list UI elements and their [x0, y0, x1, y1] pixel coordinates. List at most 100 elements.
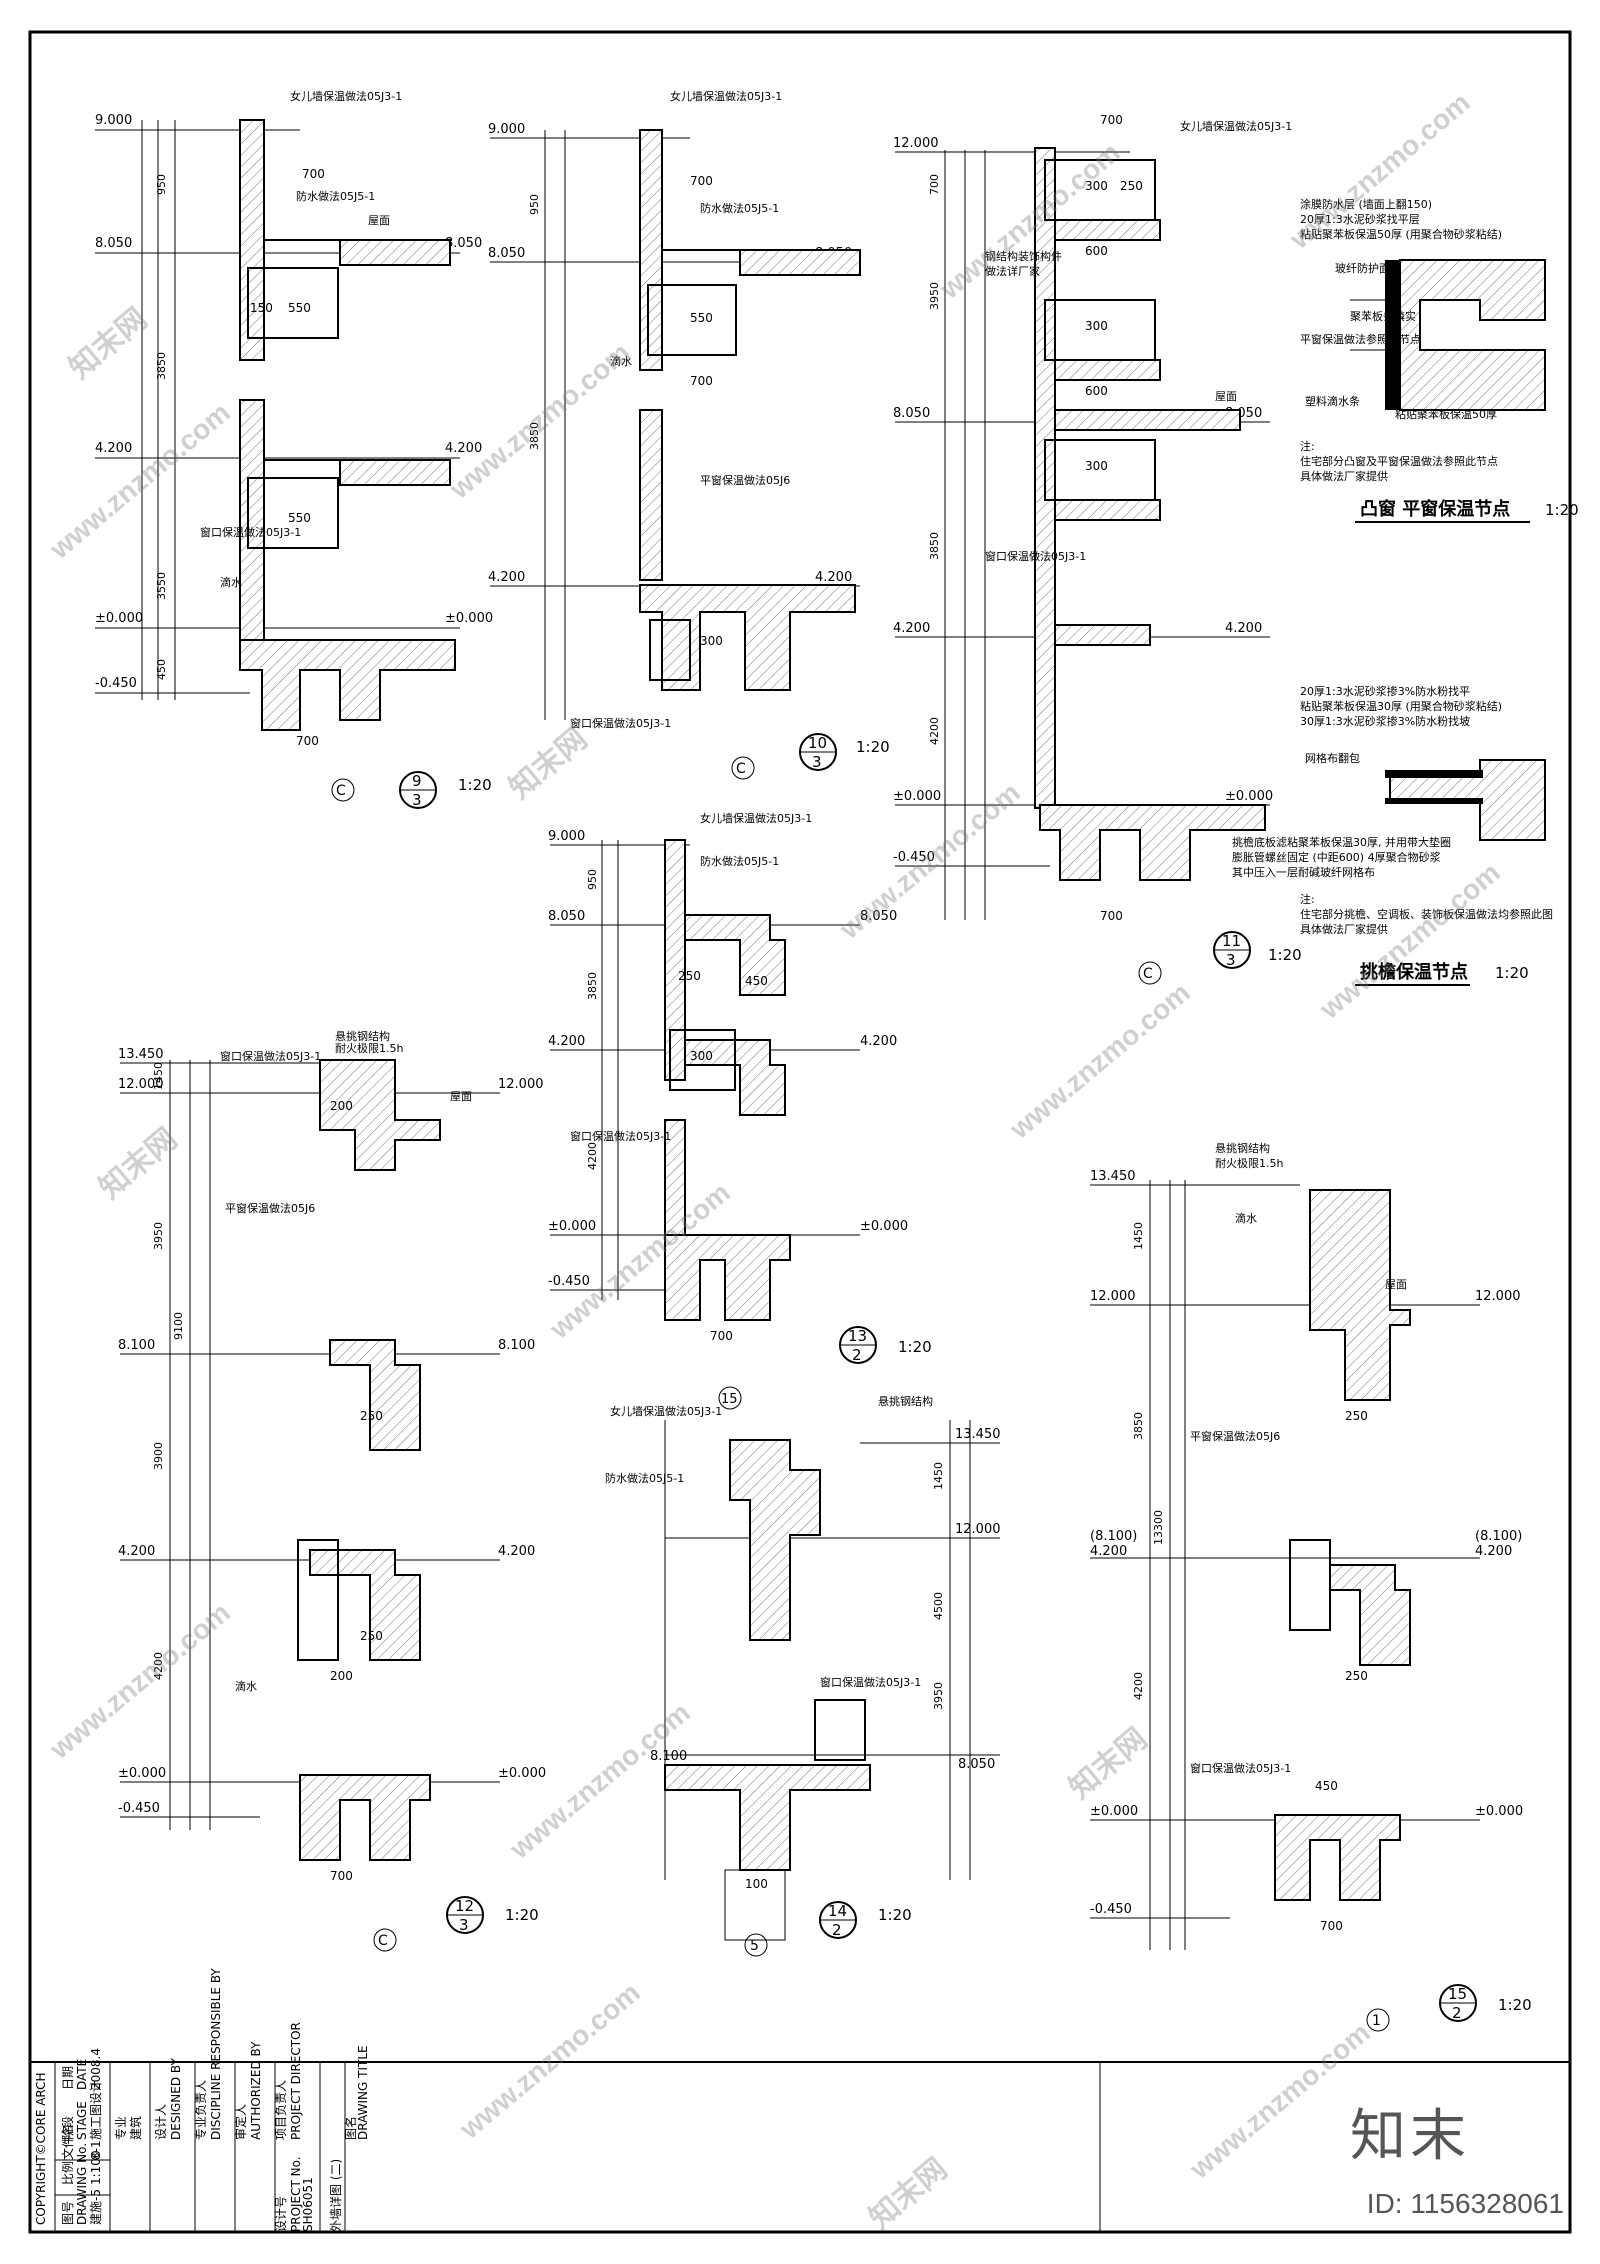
svg-text:8.100: 8.100	[498, 1338, 535, 1353]
svg-text:悬挑钢结构: 悬挑钢结构	[1215, 1141, 1270, 1155]
svg-text:AUTHORIZED BY: AUTHORIZED BY	[249, 2041, 263, 2140]
svg-text:8.050: 8.050	[860, 909, 897, 924]
svg-text:200: 200	[330, 1099, 353, 1113]
svg-text:8.100: 8.100	[118, 1338, 155, 1353]
svg-text:4.200: 4.200	[893, 621, 930, 636]
svg-text:700: 700	[690, 374, 713, 388]
svg-text:12.000: 12.000	[118, 1077, 164, 1092]
svg-text:粘贴聚苯板保温50厚: 粘贴聚苯板保温50厚	[1395, 407, 1497, 421]
svg-text:15: 15	[721, 1392, 738, 1407]
svg-text:知末网: 知末网	[863, 2152, 953, 2235]
svg-text:12.000: 12.000	[498, 1077, 544, 1092]
svg-text:-0.450: -0.450	[1090, 1902, 1132, 1917]
svg-text:比例: 比例	[61, 2161, 75, 2185]
svg-text:C: C	[1143, 966, 1153, 982]
scale-label: 1:20	[458, 776, 492, 794]
svg-text:塑料滴水条: 塑料滴水条	[1305, 394, 1360, 408]
svg-text:3550: 3550	[155, 572, 168, 600]
svg-text:8.100: 8.100	[650, 1749, 687, 1764]
svg-text:悬挑钢结构: 悬挑钢结构	[878, 1394, 933, 1408]
svg-text:平窗保温做法05J6: 平窗保温做法05J6	[225, 1201, 315, 1215]
svg-text:窗口保温做法05J3-1: 窗口保温做法05J3-1	[570, 1129, 671, 1143]
svg-text:4.200: 4.200	[488, 570, 525, 585]
svg-text:10: 10	[808, 734, 827, 752]
svg-text:聚苯板条填实: 聚苯板条填实	[1350, 309, 1416, 323]
svg-text:3850: 3850	[155, 352, 168, 380]
svg-text:防水做法05J5-1: 防水做法05J5-1	[605, 1471, 684, 1485]
svg-text:250: 250	[360, 1629, 383, 1643]
svg-text:300: 300	[690, 1049, 713, 1063]
file-name: 8-1	[89, 2140, 103, 2160]
svg-text:窗口保温做法05J3-1: 窗口保温做法05J3-1	[820, 1675, 921, 1689]
svg-text:±0.000: ±0.000	[1475, 1804, 1523, 1819]
svg-text:3850: 3850	[586, 972, 599, 1000]
svg-text:±0.000: ±0.000	[1090, 1804, 1138, 1819]
project-number: SH06051	[301, 2177, 315, 2232]
svg-text:550: 550	[288, 511, 311, 525]
discipline-value: 建筑	[128, 2116, 143, 2140]
svg-text:阶段: 阶段	[60, 2116, 75, 2140]
svg-text:PROJECT No.: PROJECT No.	[289, 2156, 303, 2232]
detail-title: 凸窗 平窗保温节点	[1360, 498, 1510, 520]
stage-value: 施工图设计	[89, 2080, 103, 2140]
svg-text:平窗保温做法参照此节点: 平窗保温做法参照此节点	[1300, 332, 1421, 346]
brand-logo: 知末	[1350, 2104, 1470, 2169]
svg-text:700: 700	[928, 174, 941, 195]
insulation-node-window: 涂膜防水层 (墙面上翻150) 20厚1:3水泥砂浆找平层 粘贴聚苯板保温50厚…	[1300, 197, 1579, 523]
note: 女儿墙保温做法05J3-1	[290, 89, 402, 103]
svg-text:-0.450: -0.450	[548, 1274, 590, 1289]
svg-text:3: 3	[459, 1916, 469, 1934]
svg-text:耐火极限1.5h: 耐火极限1.5h	[1215, 1156, 1283, 1170]
svg-text:200: 200	[330, 1669, 353, 1683]
svg-text:13300: 13300	[1152, 1510, 1165, 1545]
level-label: -0.450	[95, 676, 137, 691]
svg-text:C: C	[378, 1933, 388, 1949]
drawing-number: 建施-5	[89, 2189, 103, 2225]
svg-text:4.200: 4.200	[498, 1544, 535, 1559]
svg-text:950: 950	[528, 194, 541, 215]
svg-text:3850: 3850	[928, 532, 941, 560]
svg-text:8.050: 8.050	[548, 909, 585, 924]
svg-text:700: 700	[296, 734, 319, 748]
svg-text:www.znzmo.com: www.znzmo.com	[453, 1977, 646, 2146]
svg-text:1:20: 1:20	[1268, 946, 1302, 964]
svg-text:100: 100	[745, 1877, 768, 1891]
svg-text:挑檐底板滤粘聚苯板保温30厚, 并用带大垫圈: 挑檐底板滤粘聚苯板保温30厚, 并用带大垫圈	[1232, 835, 1451, 849]
note: 防水做法05J5-1	[296, 189, 375, 203]
svg-text:300: 300	[1085, 179, 1108, 193]
svg-text:滴水: 滴水	[1235, 1211, 1257, 1225]
svg-text:3950: 3950	[152, 1222, 165, 1250]
sheet-border	[28, 30, 1572, 2234]
svg-text:C: C	[736, 761, 746, 777]
svg-text:钢结构装饰构件: 钢结构装饰构件	[985, 249, 1062, 263]
svg-text:950: 950	[586, 869, 599, 890]
level-label: 8.050	[95, 236, 132, 251]
svg-text:DRAWING No.: DRAWING No.	[75, 2143, 89, 2225]
svg-text:知末网: 知末网	[1063, 1722, 1153, 1805]
svg-text:550: 550	[690, 311, 713, 325]
svg-text:耐火极限1.5h: 耐火极限1.5h	[335, 1041, 403, 1055]
svg-text:20厚1:3水泥砂浆掺3%防水粉找平: 20厚1:3水泥砂浆掺3%防水粉找平	[1300, 684, 1470, 698]
svg-text:住宅部分凸窗及平窗保温做法参照此节点: 住宅部分凸窗及平窗保温做法参照此节点	[1300, 454, 1498, 468]
svg-text:1:20: 1:20	[1498, 1996, 1532, 2014]
svg-text:-0.450: -0.450	[118, 1801, 160, 1816]
svg-text:1:20: 1:20	[898, 1338, 932, 1356]
svg-text:屋面: 屋面	[450, 1090, 472, 1103]
svg-text:9.000: 9.000	[548, 829, 585, 844]
svg-text:女儿墙保温做法05J3-1: 女儿墙保温做法05J3-1	[1180, 119, 1292, 133]
svg-text:专业: 专业	[113, 2116, 128, 2140]
level-label: ±0.000	[445, 611, 493, 626]
svg-text:1:20: 1:20	[505, 1906, 539, 1924]
svg-text:700: 700	[1320, 1919, 1343, 1933]
svg-text:3950: 3950	[932, 1682, 945, 1710]
svg-text:4200: 4200	[586, 1142, 599, 1170]
section-detail-3: 12.000 8.050 4.200 ±0.000 -0.450 8.050 4…	[893, 113, 1302, 985]
svg-text:±0.000: ±0.000	[548, 1219, 596, 1234]
svg-text:450: 450	[1315, 1779, 1338, 1793]
svg-text:涂膜防水层 (墙面上翻150): 涂膜防水层 (墙面上翻150)	[1300, 197, 1432, 211]
svg-text:30厚1:3水泥砂浆掺3%防水粉找坡: 30厚1:3水泥砂浆掺3%防水粉找坡	[1300, 714, 1470, 728]
svg-text:日期: 日期	[61, 2066, 75, 2090]
svg-text:(8.100): (8.100)	[1475, 1529, 1522, 1544]
svg-text:3: 3	[1226, 951, 1236, 969]
